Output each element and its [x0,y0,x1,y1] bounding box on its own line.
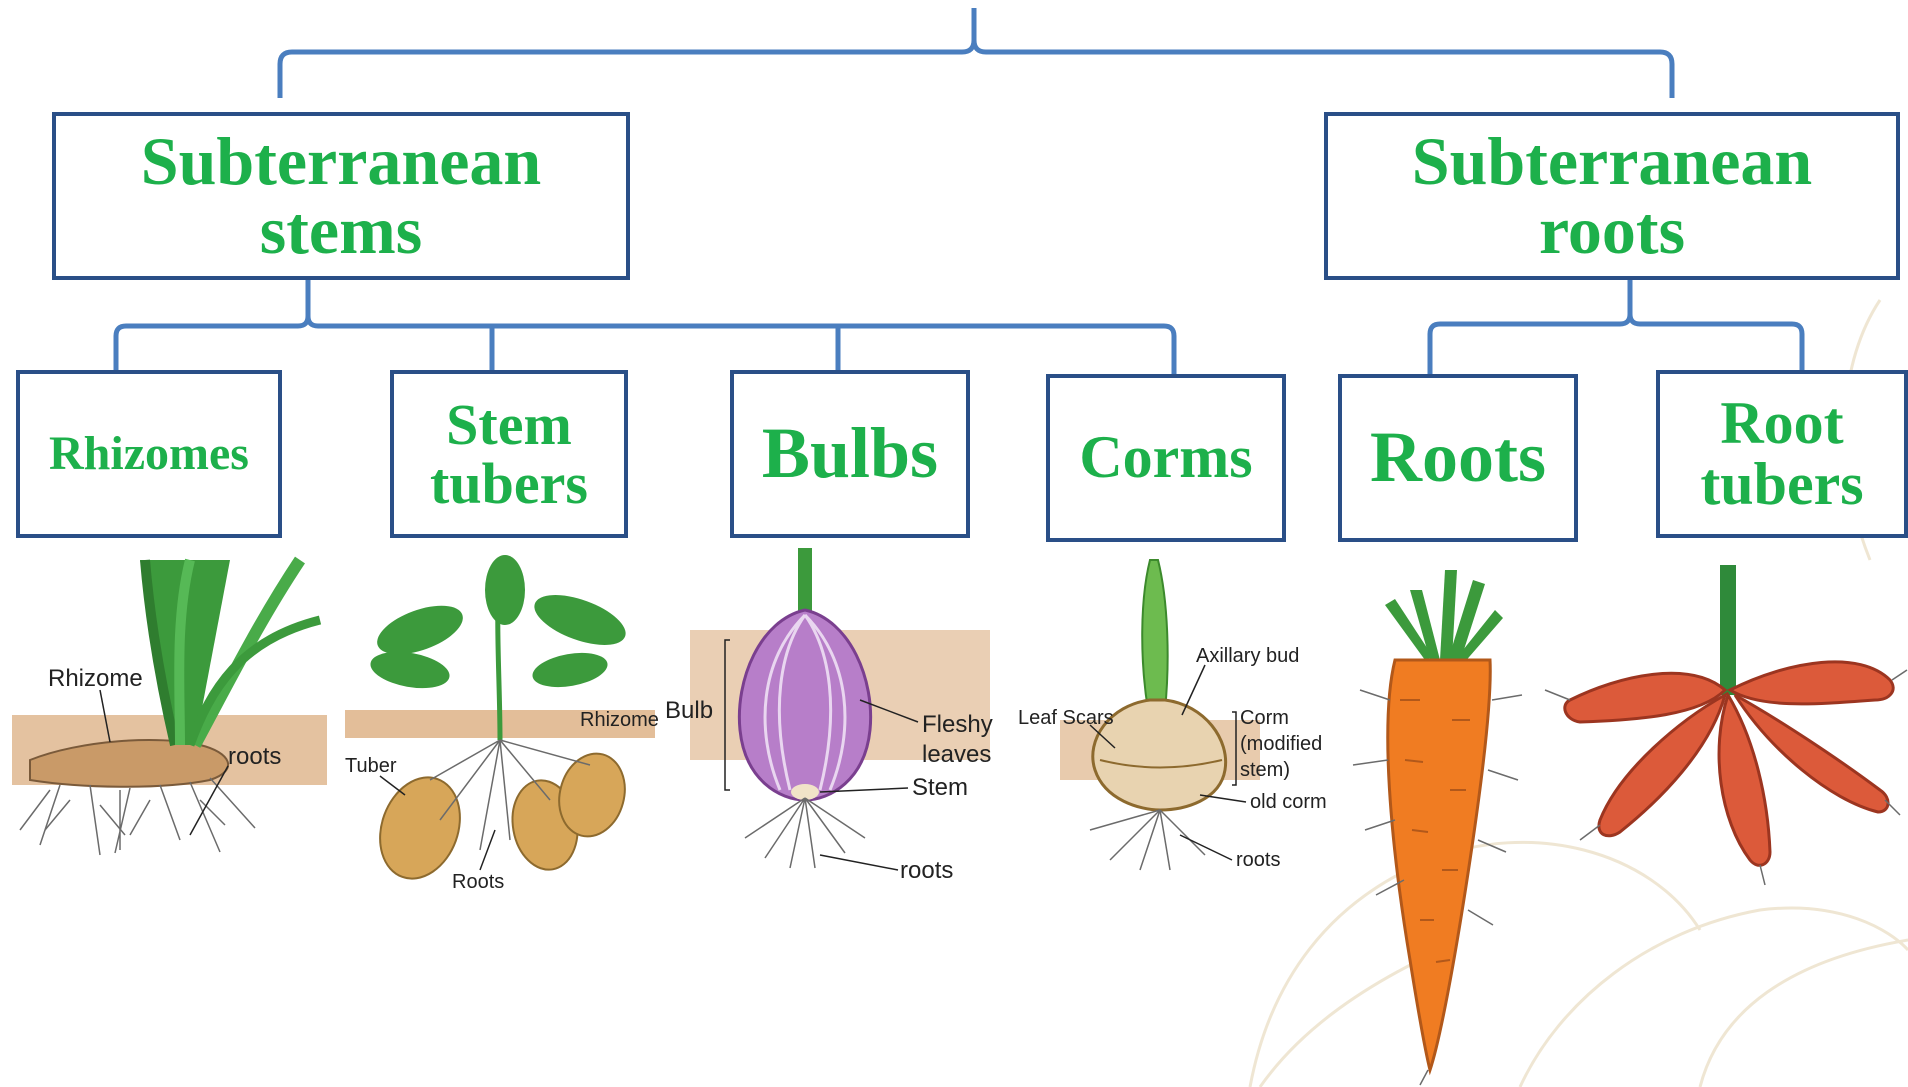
stems-bracket [116,280,1174,374]
rhizome-label-rhizome: Rhizome [48,665,143,692]
corm-label-stem: stem) [1240,759,1290,781]
carrot-illustration [1353,570,1522,1085]
category-box-subterranean-stems: Subterranean stems [52,112,630,280]
rhizome-label-roots: roots [228,743,281,770]
bulb-label-leaves: leaves [922,741,991,768]
type-label-root-tubers: Root tubers [1700,393,1863,515]
stem-tuber-illustration: Tuber Rhizome Roots [345,555,659,893]
bulb-label-fleshy: Fleshy [922,711,993,738]
corm-illustration: Axillary bud Leaf Scars Corm (modified s… [1018,560,1327,871]
type-box-rhizomes: Rhizomes [16,370,282,538]
type-label-rhizomes: Rhizomes [49,430,249,479]
top-bracket [280,8,1672,98]
type-box-roots: Roots [1338,374,1578,542]
type-label-bulbs: Bulbs [762,417,938,490]
type-label-corms: Corms [1079,427,1252,488]
corm-label-old-corm: old corm [1250,791,1327,813]
bulb-label-stem: Stem [912,774,968,801]
bulb-label-bulb: Bulb [665,697,713,724]
type-box-stem-tubers: Stem tubers [390,370,628,538]
bulb-label-roots: roots [900,857,953,884]
stem-tuber-label-tuber: Tuber [345,755,397,777]
type-label-stem-tubers: Stem tubers [430,395,588,513]
roots-bracket [1430,280,1802,374]
root-tuber-illustration [1545,565,1907,885]
stem-tuber-label-rhizome: Rhizome [580,709,659,731]
corm-label-axillary-bud: Axillary bud [1196,645,1299,667]
category-label-subterranean-stems: Subterranean stems [141,127,541,266]
corm-label-roots: roots [1236,849,1280,871]
stem-tuber-label-roots: Roots [452,871,504,893]
bulb-illustration: Bulb Fleshy leaves Stem roots [665,548,993,884]
type-box-root-tubers: Root tubers [1656,370,1908,538]
corm-label-modified: (modified [1240,733,1322,755]
category-label-subterranean-roots: Subterranean roots [1412,127,1812,266]
corm-label-leaf-scars: Leaf Scars [1018,707,1114,729]
type-box-corms: Corms [1046,374,1286,542]
type-box-bulbs: Bulbs [730,370,970,538]
category-box-subterranean-roots: Subterranean roots [1324,112,1900,280]
corm-label-corm: Corm [1240,707,1289,729]
type-label-roots: Roots [1370,421,1546,494]
rhizome-illustration: Rhizome roots [12,560,327,855]
